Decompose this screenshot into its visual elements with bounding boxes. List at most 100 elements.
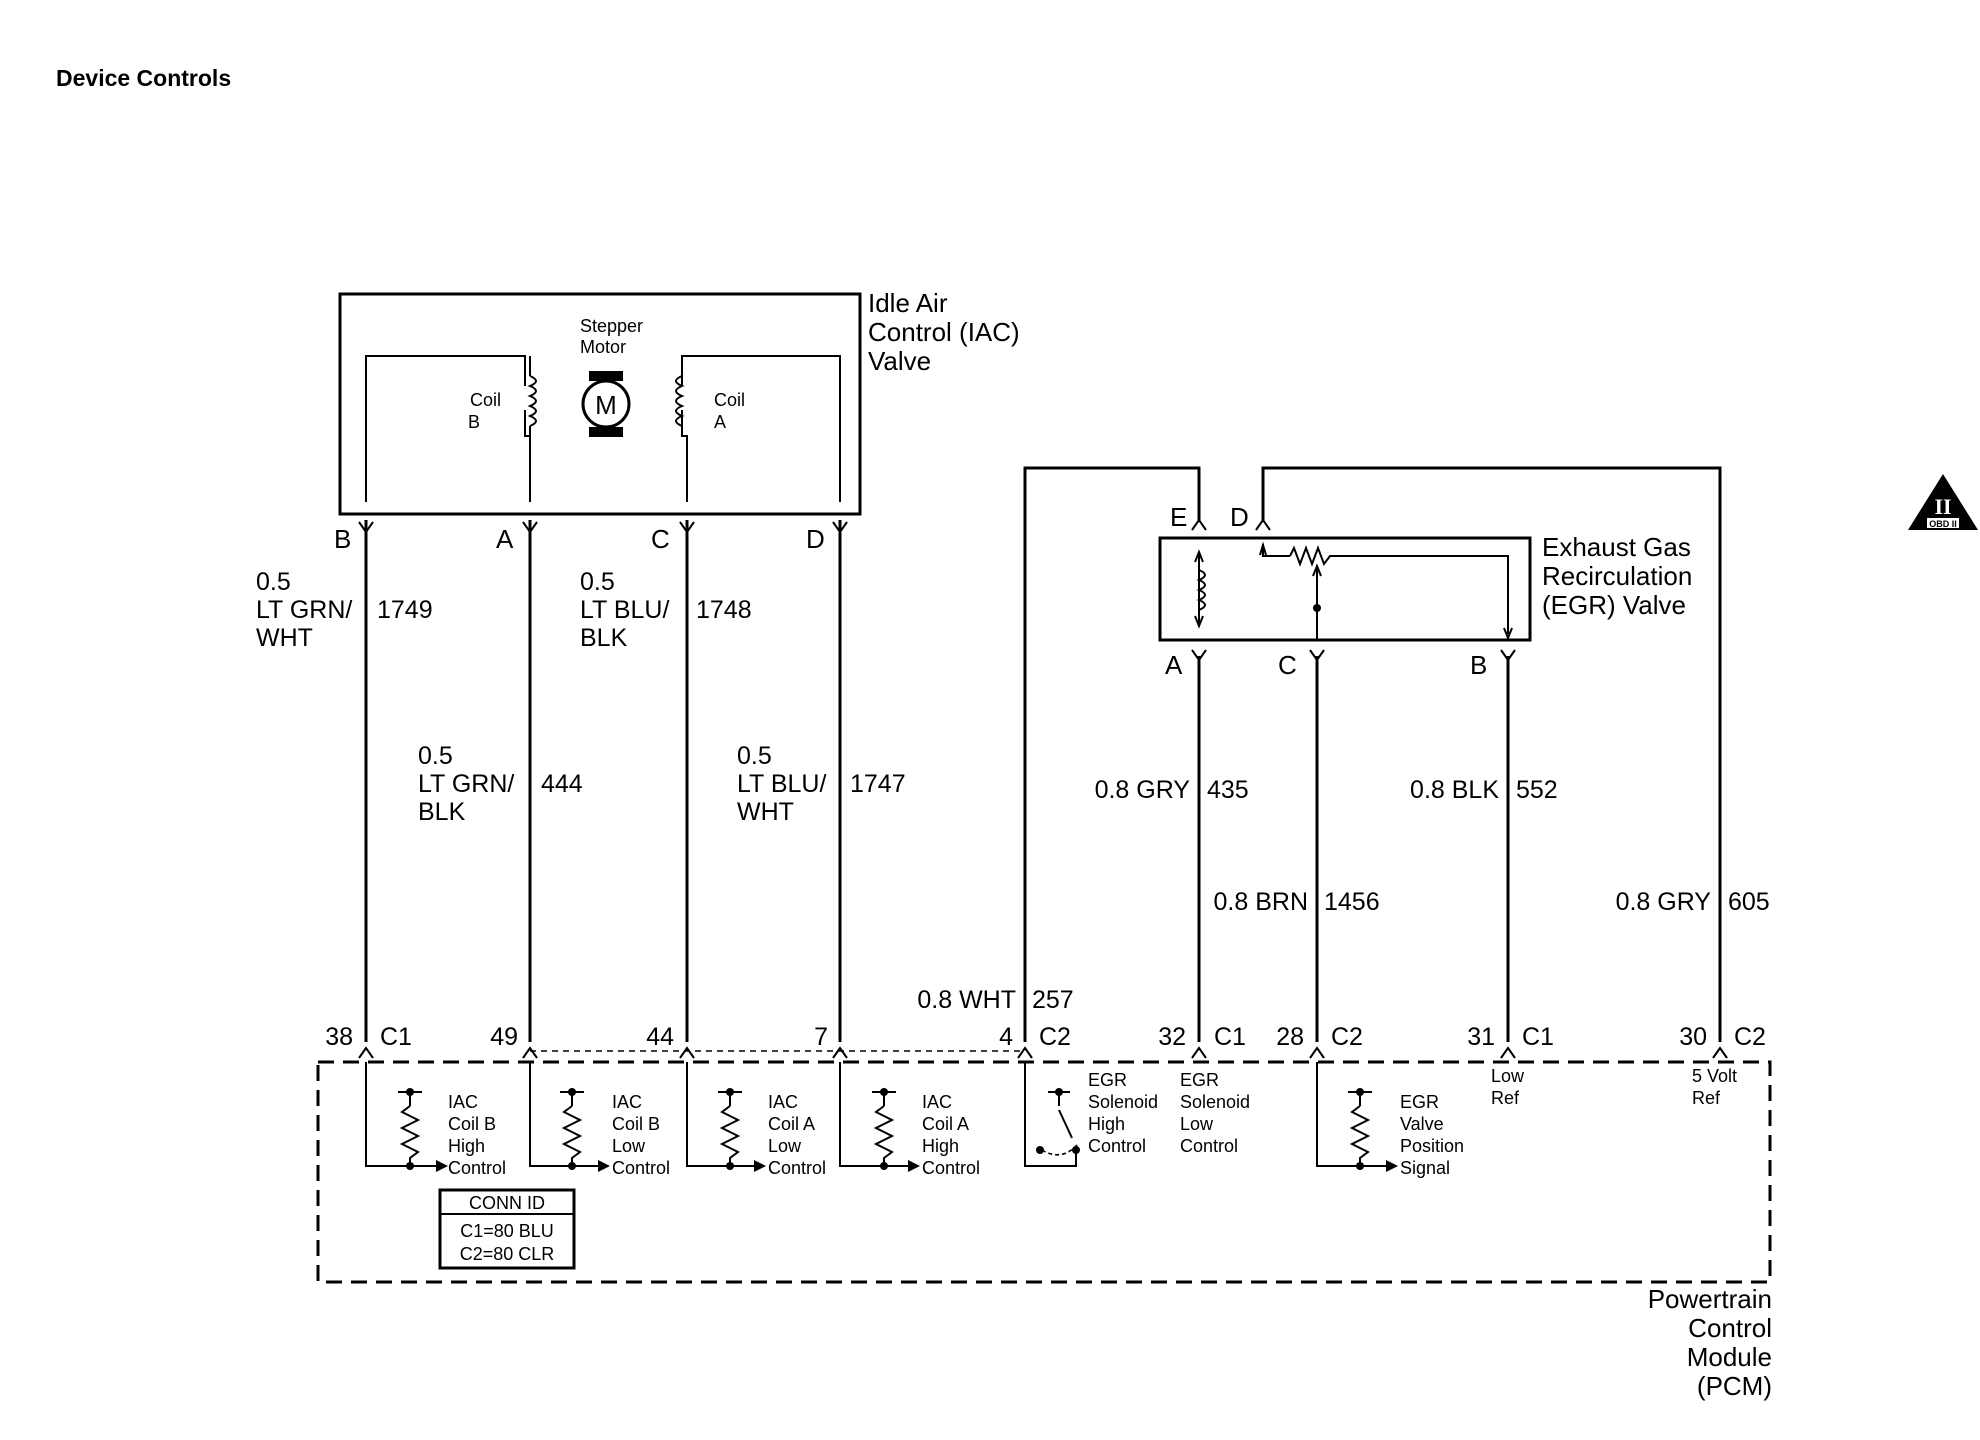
pin-30: 30 — [1679, 1023, 1707, 1051]
pin-7: 7 — [814, 1023, 828, 1051]
egr-position-potentiometer-icon — [1289, 545, 1509, 634]
wire-1748-color-1: LT BLU/ — [580, 596, 669, 624]
resistor-icon — [1349, 1105, 1371, 1166]
circuit-3-line-1: IAC — [922, 1092, 952, 1112]
iac-internal-wire-c — [681, 410, 688, 502]
wire-1456-circuit: 1456 — [1324, 888, 1380, 916]
pcm-driver-egr-position — [1316, 1062, 1398, 1172]
wire-552-circuit: 552 — [1516, 776, 1558, 804]
pin-4-connector: C2 — [1039, 1023, 1071, 1051]
pin-28-connector: C2 — [1331, 1023, 1363, 1051]
circuit-0-line-2: Coil B — [448, 1114, 496, 1134]
pin-31: 31 — [1467, 1023, 1495, 1051]
egr-valve: Exhaust Gas Recirculation (EGR) Valve E … — [1158, 502, 1692, 680]
wire-257 — [1023, 466, 1201, 1042]
pcm-label: Powertrain Control Module (PCM) — [1648, 1284, 1772, 1401]
circuit-6-line-1: EGR — [1400, 1092, 1439, 1112]
pin-28: 28 — [1276, 1023, 1304, 1051]
circuit-1-line-4: Control — [612, 1158, 670, 1178]
pcm-box — [316, 1060, 1772, 1284]
circuit-7-line-2: Ref — [1491, 1088, 1520, 1108]
wire-1748-size: 0.5 — [580, 568, 615, 596]
circuit-2-line-3: Low — [768, 1136, 802, 1156]
egr-terminal-d: D — [1230, 502, 1249, 532]
wire-labels: 0.5 LT GRN/ WHT 1749 0.5 LT GRN/ BLK 444… — [256, 568, 1770, 1014]
circuit-0-line-4: Control — [448, 1158, 506, 1178]
wire-1456-size: 0.8 BRN — [1214, 888, 1308, 916]
circuit-6-line-3: Position — [1400, 1136, 1464, 1156]
circuit-7-line-1: Low — [1491, 1066, 1525, 1086]
circuit-4-line-2: Solenoid — [1088, 1092, 1158, 1112]
wire-1747-color-2: WHT — [737, 798, 794, 826]
wire-1748-circuit: 1748 — [696, 596, 752, 624]
wire-444-size: 0.5 — [418, 742, 453, 770]
obd-badge-text: OBD II — [1929, 519, 1957, 529]
egr-terminal-e: E — [1170, 502, 1187, 532]
wire-435-size: 0.8 GRY — [1095, 776, 1191, 804]
wire-1747-circuit: 1747 — [850, 770, 906, 798]
circuit-0-line-1: IAC — [448, 1092, 478, 1112]
iac-valve: Idle Air Control (IAC) Valve Coil B Coil… — [334, 288, 1020, 554]
resistor-icon — [561, 1105, 583, 1166]
pin-32-connector: C1 — [1214, 1023, 1246, 1051]
egr-solenoid-coil-icon — [1196, 569, 1206, 611]
circuit-6-line-4: Signal — [1400, 1158, 1450, 1178]
egr-label-line-1: Exhaust Gas — [1542, 532, 1691, 562]
coil-a-icon — [675, 375, 685, 427]
pcm-driver-iac-coil-a-high — [839, 1062, 920, 1172]
egr-terminal-a: A — [1165, 650, 1183, 680]
circuit-5-line-3: Low — [1180, 1114, 1214, 1134]
motor-symbol: M — [595, 390, 617, 420]
wire-1749-color-1: LT GRN/ — [256, 596, 352, 624]
circuit-2-line-2: Coil A — [768, 1114, 815, 1134]
wire-444-color-1: LT GRN/ — [418, 770, 514, 798]
wire-1747-color-1: LT BLU/ — [737, 770, 826, 798]
obd-badge-symbol: II — [1934, 494, 1951, 519]
pcm-label-line-1: Powertrain — [1648, 1284, 1772, 1314]
circuit-1-line-2: Coil B — [612, 1114, 660, 1134]
conn-id-c2: C2=80 CLR — [460, 1244, 555, 1264]
switch-icon — [1058, 1109, 1073, 1139]
egr-label-line-3: (EGR) Valve — [1542, 590, 1686, 620]
wire-1749-color-2: WHT — [256, 624, 313, 652]
wire-552-size: 0.8 BLK — [1410, 776, 1499, 804]
pin-49: 49 — [490, 1023, 518, 1051]
circuit-0-line-3: High — [448, 1136, 485, 1156]
motor-label-1: Stepper — [580, 316, 643, 336]
circuit-3-line-2: Coil A — [922, 1114, 969, 1134]
wire-1749-circuit: 1749 — [377, 596, 433, 624]
terminal-chevrons — [358, 518, 1728, 1059]
coil-b-label-2: B — [468, 412, 480, 432]
coil-a-label-1: Coil — [714, 390, 745, 410]
pin-31-connector: C1 — [1522, 1023, 1554, 1051]
conn-id-title: CONN ID — [469, 1193, 545, 1213]
coil-a-label-2: A — [714, 412, 726, 432]
circuit-5-line-1: EGR — [1180, 1070, 1219, 1090]
pin-30-connector: C2 — [1734, 1023, 1766, 1051]
iac-internal-wire-a — [524, 410, 531, 502]
circuit-5-line-4: Control — [1180, 1136, 1238, 1156]
pcm-label-line-3: Module — [1687, 1342, 1772, 1372]
circuit-3-line-4: Control — [922, 1158, 980, 1178]
resistor-icon — [719, 1105, 741, 1166]
wire-1748-color-2: BLK — [580, 624, 628, 652]
pcm-label-line-4: (PCM) — [1697, 1371, 1772, 1401]
wire-605-circuit: 605 — [1728, 888, 1770, 916]
pcm-driver-iac-coil-b-low — [529, 1062, 610, 1172]
wire-1747-size: 0.5 — [737, 742, 772, 770]
wire-257-circuit: 257 — [1032, 986, 1074, 1014]
pin-44: 44 — [646, 1023, 674, 1051]
iac-valve-box — [338, 292, 862, 516]
iac-internal-wire-d — [681, 355, 841, 502]
coil-b-icon — [527, 375, 537, 427]
wire-1749-size: 0.5 — [256, 568, 291, 596]
conn-id-box: CONN ID C1=80 BLU C2=80 CLR — [438, 1188, 576, 1270]
conn-id-c1: C1=80 BLU — [460, 1221, 554, 1241]
iac-valve-label: Idle Air Control (IAC) Valve — [868, 288, 1020, 376]
pcm-driver-egr-solenoid-high — [1024, 1062, 1080, 1167]
iac-terminal-b: B — [334, 524, 351, 554]
iac-label-line-2: Control (IAC) — [868, 317, 1020, 347]
iac-label-line-3: Valve — [868, 346, 931, 376]
wire-605 — [1261, 466, 1722, 1042]
